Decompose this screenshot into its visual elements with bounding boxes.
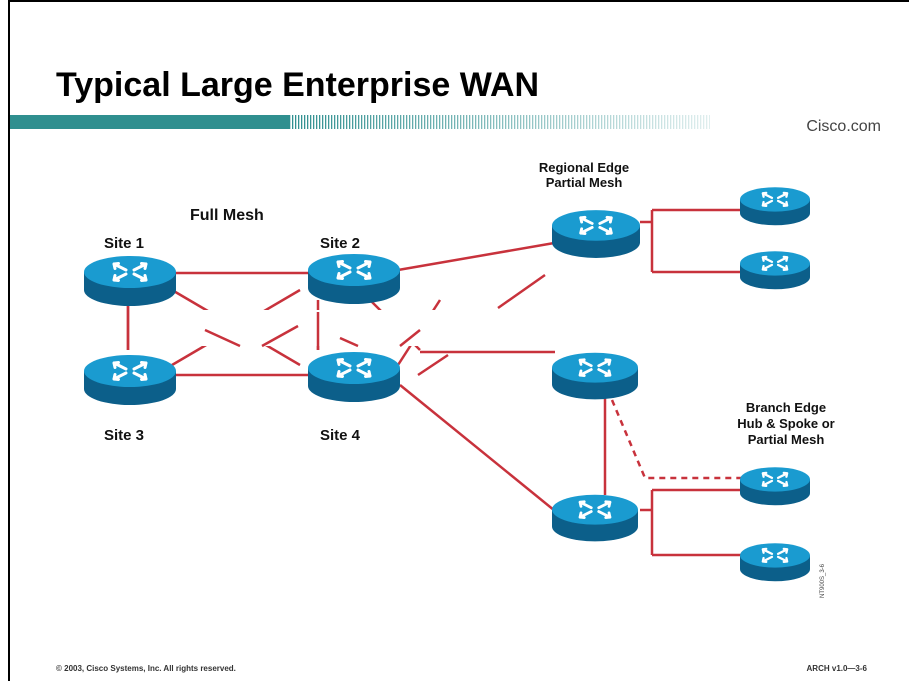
router-site1-icon [84,256,176,308]
router-regional-hub-icon [552,210,640,260]
branch-edge-label: Branch Edge [746,400,826,415]
network-links [126,208,742,557]
full-mesh-label: Full Mesh [190,207,264,224]
title-underline-bar [10,115,710,129]
router-site2-icon [308,254,400,306]
slide-title: Typical Large Enterprise WAN [56,66,540,104]
site3-label: Site 3 [104,427,144,444]
branch-partial-mesh-label: Partial Mesh [748,432,825,447]
branch-hub-spoke-label: Hub & Spoke or [737,416,835,431]
router-branch-a-icon [740,466,810,507]
router-branch-upper-icon [552,352,638,401]
mask-corner [700,580,820,600]
slide-number-footer: ARCH v1.0—3-6 [806,664,867,673]
router-branch-b-icon [740,542,810,583]
router-regional-b-icon [740,250,810,291]
site1-label: Site 1 [104,235,144,252]
router-branch-hub-icon [552,494,638,543]
site2-label: Site 2 [320,235,360,252]
brand-label: Cisco.com [806,118,881,135]
slide-frame-top [8,0,909,2]
copyright-footer: © 2003, Cisco Systems, Inc. All rights r… [56,664,236,673]
router-regional-a-icon [740,186,810,227]
regional-edge-label: Regional Edge [539,160,629,175]
regional-partial-mesh-label: Partial Mesh [546,175,623,190]
figure-code-label: NT900S_3-6 [820,563,826,598]
router-site3-icon [84,355,176,407]
site4-label: Site 4 [320,427,361,444]
mask-band [172,310,512,346]
router-site4-icon [308,352,400,404]
slide-frame-left [8,0,10,681]
